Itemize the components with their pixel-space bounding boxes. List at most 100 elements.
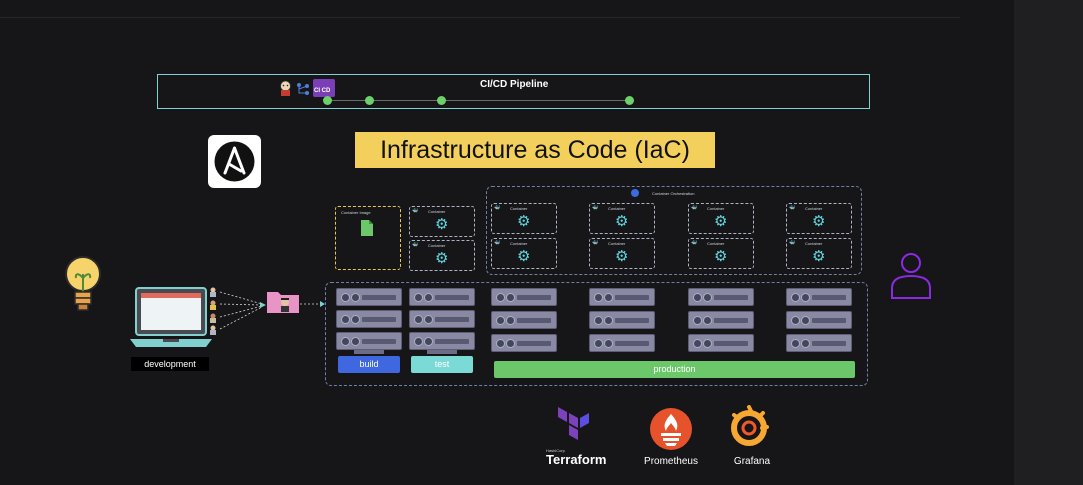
- server-icon: [688, 311, 754, 329]
- server-icon: [491, 288, 557, 306]
- container-box: 🐳 Container ⚙: [786, 203, 852, 234]
- build-label: build: [338, 356, 400, 373]
- production-label: production: [494, 361, 855, 378]
- container-box: 🐳 Container ⚙: [786, 238, 852, 269]
- lightbulb-icon: [64, 254, 102, 316]
- development-label: development: [131, 357, 209, 371]
- server-icon: [336, 332, 402, 350]
- terraform-icon: [556, 407, 592, 445]
- kubernetes-icon: [631, 189, 639, 197]
- gear-icon: ⚙: [615, 213, 629, 230]
- gear-icon: ⚙: [714, 248, 728, 265]
- docker-icon: 🐳: [691, 240, 698, 246]
- grafana-label: Grafana: [733, 456, 771, 467]
- pipeline-title: CI/CD Pipeline: [480, 79, 549, 90]
- prometheus-label: Prometheus: [644, 456, 698, 467]
- environments-frame: [325, 282, 868, 386]
- gear-icon: ⚙: [517, 248, 531, 265]
- gear-icon: ⚙: [812, 213, 826, 230]
- iac-title: Infrastructure as Code (IaC): [355, 132, 715, 168]
- server-stand: [354, 350, 384, 354]
- gear-icon: ⚙: [714, 213, 728, 230]
- server-icon: [589, 288, 655, 306]
- server-icon: [491, 311, 557, 329]
- folder-icon: [266, 289, 300, 315]
- cicd-badge-text: CI CD: [314, 88, 331, 94]
- gear-icon: ⚙: [435, 216, 449, 233]
- terraform-label: Terraform: [546, 452, 607, 467]
- cicd-icon: CI CD: [313, 79, 335, 97]
- test-label: test: [411, 356, 473, 373]
- container-box: 🐳 Container ⚙: [409, 206, 475, 237]
- git-icon: [296, 82, 310, 96]
- server-icon: [409, 288, 475, 306]
- developer-icon: [208, 287, 220, 335]
- server-icon: [786, 288, 852, 306]
- pipeline-stage-dot: [323, 96, 332, 105]
- container-box: 🐳 Container ⚙: [491, 203, 557, 234]
- server-icon: [589, 334, 655, 352]
- container-label: Container: [608, 241, 626, 246]
- gear-icon: ⚙: [435, 250, 449, 267]
- pipeline-stage-dot: [437, 96, 446, 105]
- container-label: Container: [510, 241, 528, 246]
- container-image-icon: [361, 220, 373, 236]
- gear-icon: ⚙: [517, 213, 531, 230]
- container-box: 🐳 Container ⚙: [409, 240, 475, 271]
- developer-connections: [219, 291, 266, 330]
- orchestration-label: Container Orchestration: [652, 191, 695, 196]
- server-icon: [688, 334, 754, 352]
- docker-icon: 🐳: [494, 240, 501, 246]
- container-box: 🐳 Container ⚙: [688, 238, 754, 269]
- container-box: 🐳 Container ⚙: [589, 203, 655, 234]
- pipeline-stage-dot: [625, 96, 634, 105]
- container-label: Container: [608, 206, 626, 211]
- user-icon: [889, 250, 933, 300]
- container-label: Container: [707, 241, 725, 246]
- container-label: Container: [805, 241, 823, 246]
- gear-icon: ⚙: [615, 248, 629, 265]
- container-image-box: Container Image: [335, 206, 401, 270]
- docker-icon: 🐳: [494, 205, 501, 211]
- container-box: 🐳 Container ⚙: [589, 238, 655, 269]
- server-icon: [409, 332, 475, 350]
- docker-icon: 🐳: [412, 208, 419, 214]
- server-stand: [427, 350, 457, 354]
- container-label: Container: [510, 206, 528, 211]
- server-icon: [589, 311, 655, 329]
- docker-icon: 🐳: [789, 240, 796, 246]
- pipeline-track: [327, 100, 629, 101]
- container-box: 🐳 Container ⚙: [688, 203, 754, 234]
- container-box: 🐳 Container ⚙: [491, 238, 557, 269]
- ansible-icon: [208, 135, 261, 188]
- container-image-label: Container Image: [341, 210, 371, 215]
- container-label: Container: [707, 206, 725, 211]
- pipeline-box: [157, 74, 870, 109]
- container-label: Container: [805, 206, 823, 211]
- gear-icon: ⚙: [812, 248, 826, 265]
- server-icon: [688, 288, 754, 306]
- docker-icon: 🐳: [592, 205, 599, 211]
- server-icon: [491, 334, 557, 352]
- docker-icon: 🐳: [691, 205, 698, 211]
- jenkins-icon: [278, 80, 293, 96]
- server-icon: [336, 310, 402, 328]
- server-icon: [409, 310, 475, 328]
- top-divider: [0, 17, 960, 18]
- prometheus-icon: [649, 407, 693, 451]
- grafana-icon: [728, 405, 770, 449]
- docker-icon: 🐳: [412, 242, 419, 248]
- laptop-icon: [128, 287, 214, 349]
- container-label: Container: [428, 243, 446, 248]
- server-icon: [336, 288, 402, 306]
- right-side-panel: [1014, 0, 1083, 485]
- terraform-sublabel: HashiCorp: [546, 448, 565, 453]
- container-label: Container: [428, 209, 446, 214]
- container-orchestration-frame: [486, 186, 862, 275]
- docker-icon: 🐳: [789, 205, 796, 211]
- folder-arrow: [300, 301, 325, 307]
- pipeline-stage-dot: [365, 96, 374, 105]
- server-icon: [786, 311, 852, 329]
- docker-icon: 🐳: [592, 240, 599, 246]
- server-icon: [786, 334, 852, 352]
